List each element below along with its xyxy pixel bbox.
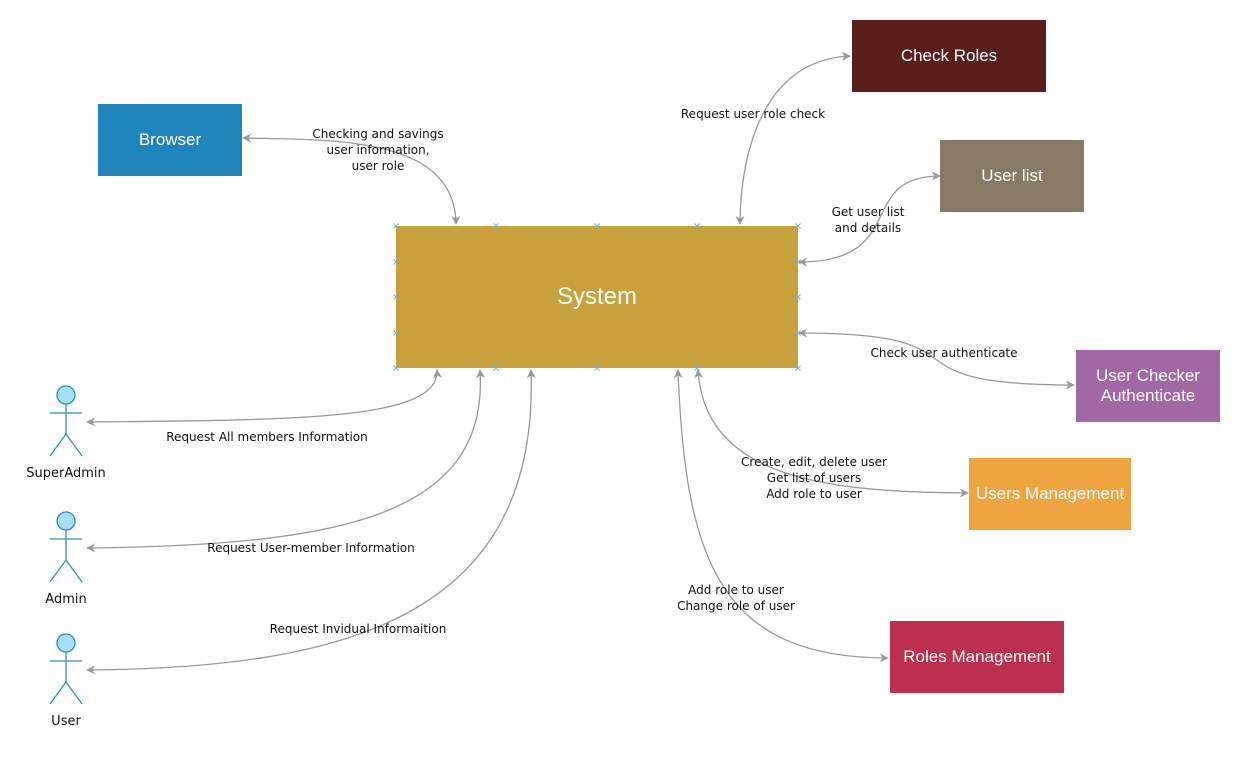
connector-system-user-checker [798, 328, 1075, 390]
connector-system-admin [86, 369, 486, 553]
edge-label-users-management: Create, edit, delete user Get list of us… [741, 455, 887, 501]
connector-system-user [86, 369, 536, 675]
user-actor-icon [49, 633, 83, 705]
connector-system-check-roles [735, 51, 851, 225]
check-roles-node[interactable]: Check Roles [852, 20, 1046, 92]
browser-node[interactable]: Browser [98, 104, 242, 176]
users-management-node[interactable]: Users Management [969, 458, 1131, 530]
connector-system-roles-management [673, 369, 889, 663]
system-node-label: System [556, 283, 637, 311]
connector-system-user-list [798, 171, 941, 267]
user-list-node[interactable]: User list [940, 140, 1084, 212]
edge-label-user: Request Invidual Informaition [269, 622, 447, 636]
check-roles-node-label: Check Roles [900, 46, 998, 66]
superadmin-actor-icon [49, 385, 83, 457]
roles-management-node-label: Roles Management [903, 647, 1051, 667]
connector-browser-system [242, 133, 461, 225]
user-checker-authenticate-node[interactable]: User Checker Authenticate [1076, 350, 1220, 422]
edge-label-user-checker: Check user authenticate [870, 346, 1018, 360]
edge-label-check-roles: Request user role check [680, 107, 826, 121]
user-list-node-label: User list [981, 166, 1043, 186]
edge-label-browser: Checking and savings user information, u… [312, 127, 444, 173]
roles-management-node[interactable]: Roles Management [890, 621, 1064, 693]
browser-node-label: Browser [138, 130, 202, 150]
edge-label-user-list: Get user list and details [831, 205, 905, 235]
edge-label-superadmin: Request All members Information [166, 430, 368, 444]
admin-actor-icon [49, 511, 83, 583]
system-node[interactable]: System [396, 226, 798, 368]
superadmin-actor-label: SuperAdmin [26, 466, 106, 481]
admin-actor-label: Admin [45, 592, 87, 607]
user-actor-label: User [51, 714, 81, 729]
users-management-node-label: Users Management [975, 484, 1125, 504]
user-checker-node-label: User Checker Authenticate [1096, 366, 1200, 405]
edge-label-roles-management: Add role to user Change role of user [677, 583, 795, 613]
edge-label-admin: Request User-member Information [207, 541, 415, 555]
connector-system-superadmin [86, 369, 443, 427]
